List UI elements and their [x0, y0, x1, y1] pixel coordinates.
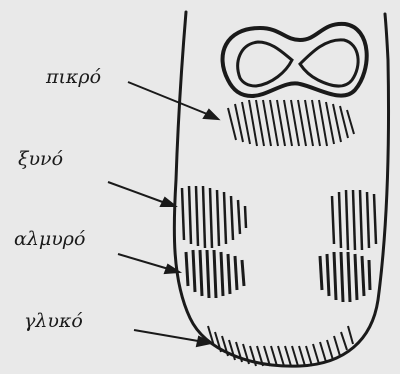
tongue-outline [174, 12, 388, 366]
salty-left-hatching [186, 250, 244, 298]
salty-arrow [118, 254, 179, 273]
epiglottis-right-lobe [300, 40, 358, 86]
epiglottis-left-lobe [238, 42, 292, 86]
sour-arrow [108, 182, 175, 206]
bitter-region-hatching [228, 100, 354, 146]
bitter-arrow [128, 82, 218, 119]
bitter-label: πικρό [46, 68, 101, 87]
sweet-label: γλυκό [24, 312, 83, 331]
salty-label: αλμυρό [14, 230, 85, 249]
sour-label: ξυνό [18, 150, 63, 169]
salty-right-hatching [320, 252, 370, 302]
sour-left-hatching [182, 186, 246, 248]
sour-right-hatching [332, 190, 376, 250]
